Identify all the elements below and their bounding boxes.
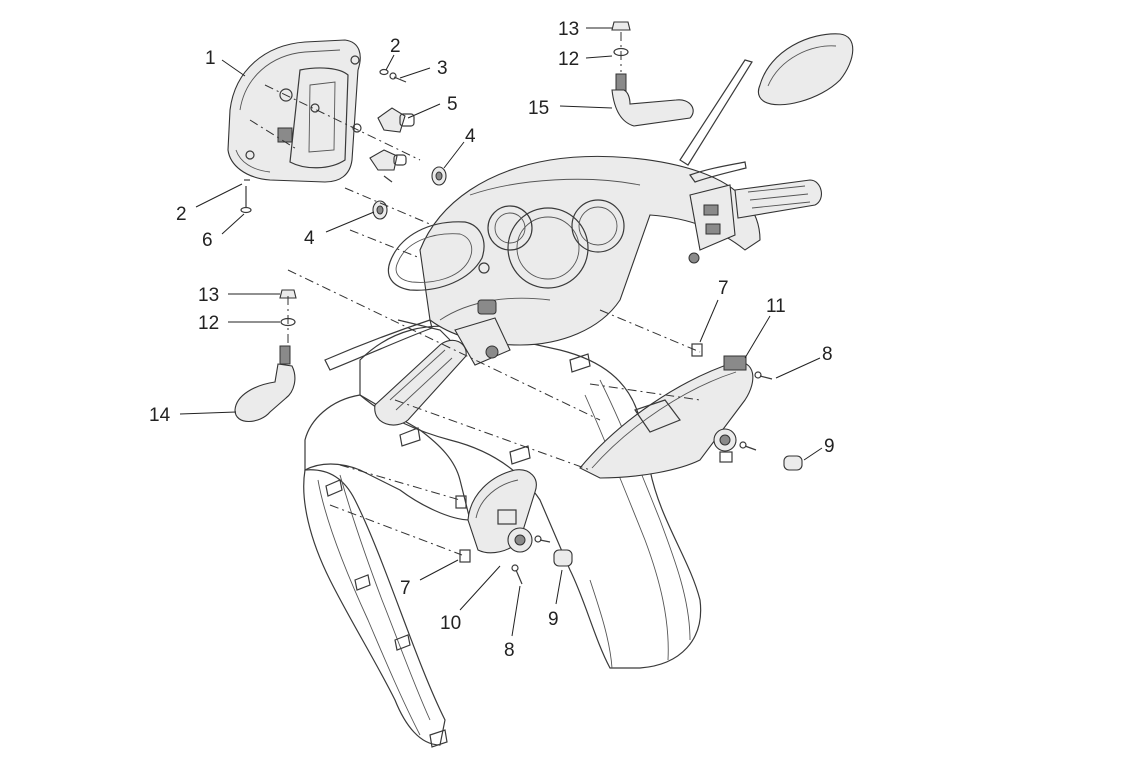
- callout-7-right: 7: [718, 278, 729, 299]
- callout-12-left: 12: [198, 313, 219, 334]
- mirror-bracket-left: [234, 289, 297, 423]
- headlight-fasteners: [240, 68, 447, 220]
- callout-4-upper: 4: [465, 126, 476, 147]
- callout-2-bottom: 2: [176, 204, 187, 225]
- left-turn-indicator: [455, 469, 573, 585]
- callout-9-right: 9: [824, 436, 835, 457]
- mirror-bracket-top: [611, 21, 694, 127]
- callout-3: 3: [437, 58, 448, 79]
- assembly-lines: [249, 32, 701, 556]
- callout-9-left: 9: [548, 609, 559, 630]
- callout-2-top: 2: [390, 36, 401, 57]
- callout-6: 6: [202, 230, 213, 251]
- handlebar-cover-assembly: [303, 155, 822, 748]
- callout-10: 10: [440, 613, 461, 634]
- right-mirror: [679, 33, 854, 166]
- leader-lines: [179, 27, 823, 637]
- callout-13-left: 13: [198, 285, 219, 306]
- callout-1: 1: [205, 48, 216, 69]
- right-turn-indicator: [579, 343, 803, 479]
- callout-4-lower: 4: [304, 228, 315, 249]
- callout-labels: 1 2 3 5 4 2 6 4 13 12 15 13 12 14 7 11 8…: [149, 19, 835, 661]
- callout-7-left: 7: [400, 578, 411, 599]
- callout-15: 15: [528, 98, 549, 119]
- headlight-unit: [227, 39, 362, 183]
- callout-5: 5: [447, 94, 458, 115]
- callout-12-top: 12: [558, 49, 579, 70]
- callout-13-top: 13: [558, 19, 579, 40]
- callout-8-right: 8: [822, 344, 833, 365]
- callout-8-left: 8: [504, 640, 515, 661]
- callout-11: 11: [766, 296, 786, 317]
- callout-14: 14: [149, 405, 171, 426]
